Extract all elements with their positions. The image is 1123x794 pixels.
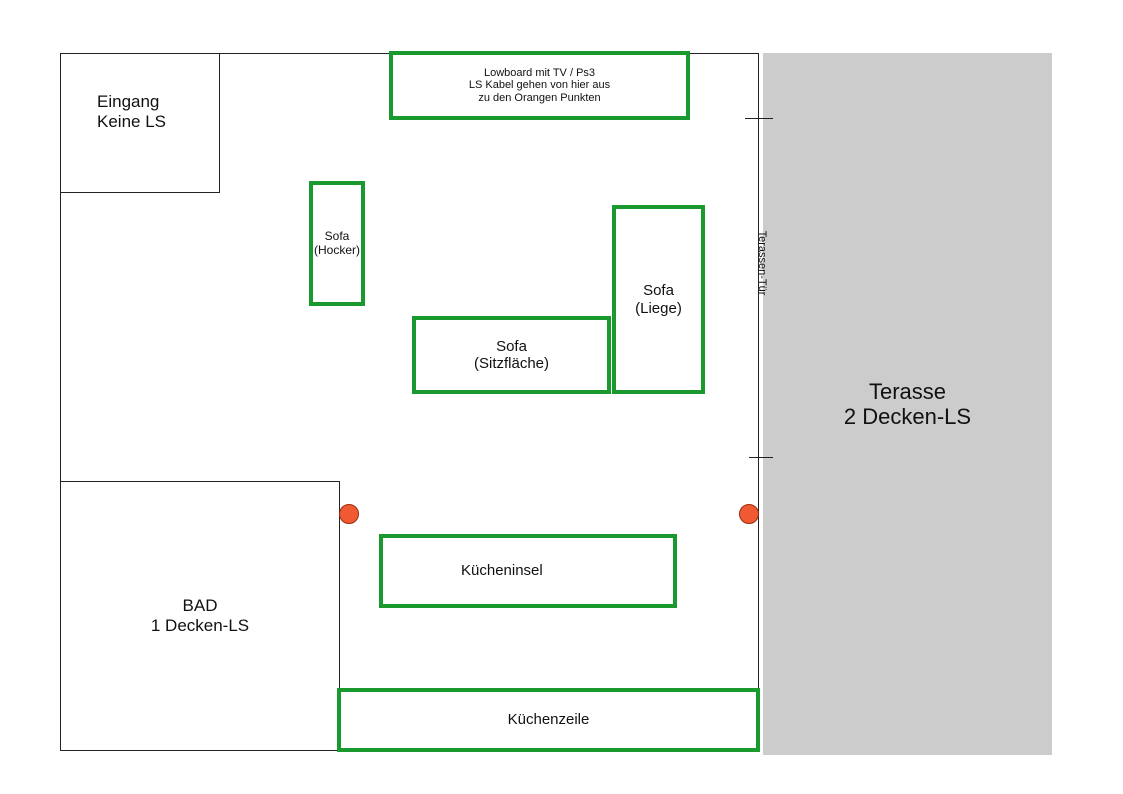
kitchen-island-label: Kücheninsel xyxy=(461,562,543,580)
bathroom-speakers: 1 Decken-LS xyxy=(150,616,250,635)
sofa-hocker: Sofa (Hocker) xyxy=(309,181,365,306)
entrance-title: Eingang xyxy=(97,92,160,111)
kitchen-row-label: Küchenzeile xyxy=(507,711,590,729)
sofa-hocker-type: (Hocker) xyxy=(313,242,360,257)
terrace-speakers: 2 Decken-LS xyxy=(843,404,972,429)
sofa-sitz-title: Sofa xyxy=(496,337,527,355)
sofa-sitzflaeche: Sofa (Sitzfläche) xyxy=(412,316,611,394)
lowboard-title: Lowboard mit TV / Ps3 xyxy=(483,66,596,79)
terrace-title: Terasse xyxy=(868,378,947,404)
terrace-door-label: Terassen-Tür xyxy=(756,230,768,296)
terrace-area: Terasse 2 Decken-LS xyxy=(763,53,1052,755)
lowboard-note-2: zu den Orangen Punkten xyxy=(478,91,601,104)
speaker-dot-left xyxy=(339,504,359,524)
door-mark-bottom xyxy=(749,457,773,458)
speaker-dot-right xyxy=(739,504,759,524)
kitchen-row: Küchenzeile xyxy=(337,688,760,752)
lowboard: Lowboard mit TV / Ps3 LS Kabel gehen von… xyxy=(389,51,690,120)
lowboard-note-1: LS Kabel gehen von hier aus xyxy=(468,79,611,92)
kitchen-island: Kücheninsel xyxy=(379,534,677,608)
bathroom-title: BAD xyxy=(182,596,218,616)
sofa-liege-type: (Liege) xyxy=(635,299,682,317)
sofa-sitz-type: (Sitzfläche) xyxy=(473,355,550,372)
entrance-note: Keine LS xyxy=(97,111,166,131)
sofa-liege: Sofa (Liege) xyxy=(612,205,705,394)
entrance-room: Eingang Keine LS xyxy=(60,53,220,193)
sofa-liege-title: Sofa xyxy=(643,282,674,300)
bathroom: BAD 1 Decken-LS xyxy=(60,481,340,751)
door-mark-top xyxy=(745,118,773,119)
sofa-hocker-title: Sofa xyxy=(324,228,350,243)
